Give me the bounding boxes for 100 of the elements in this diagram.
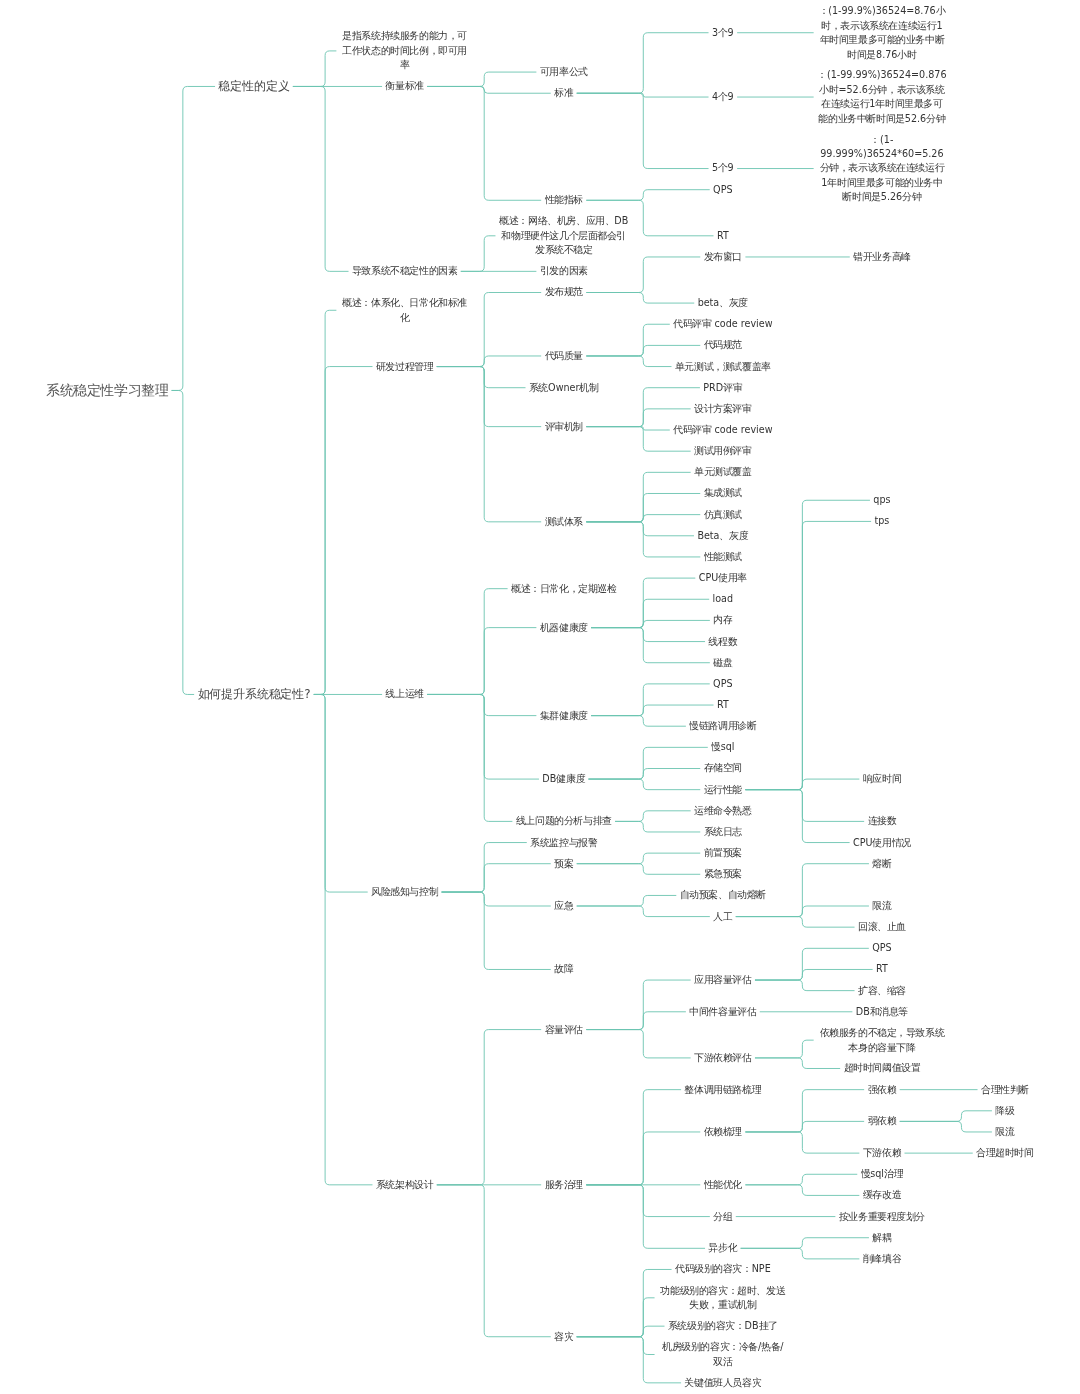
- node-text: DB和消息等: [855, 1005, 909, 1018]
- connector: [576, 905, 711, 918]
- node-text: 稳定性的定义: [218, 79, 290, 93]
- node-text: QPS: [713, 183, 733, 195]
- node-text: 按业务重要程度划分: [838, 1210, 926, 1222]
- node-text: 解耦: [872, 1231, 892, 1243]
- node-text: 错开业务高峰: [853, 250, 911, 263]
- node-text: 系统架构设计: [375, 1178, 434, 1191]
- connector: [744, 1131, 860, 1154]
- connector: [754, 979, 855, 992]
- node-text: 限流: [872, 899, 892, 912]
- node-text: 故障: [554, 963, 574, 975]
- node-text: 整体调用链路梳理: [684, 1083, 762, 1095]
- node-text: 紧急预案: [703, 868, 743, 880]
- connector: [744, 789, 851, 843]
- node-text: 发布窗口: [703, 250, 743, 263]
- connector: [754, 1057, 841, 1069]
- node-text: beta、灰度: [697, 297, 749, 309]
- connector: [590, 627, 711, 664]
- node-text: 性能测试: [703, 550, 743, 563]
- node-text: DB健康度: [542, 773, 586, 785]
- node-text: tps: [874, 515, 890, 527]
- node-text: 下游依赖评估: [694, 1051, 752, 1064]
- node-text: 合理性判断: [980, 1083, 1029, 1095]
- node-text: 内存: [713, 614, 733, 626]
- node-text: 单元测试，测试覆盖率: [674, 360, 771, 372]
- node-text: 降级: [995, 1104, 1015, 1117]
- node-text: PRD评审: [703, 381, 743, 393]
- node-text: 磁盘: [713, 656, 733, 668]
- connector: [576, 92, 709, 169]
- node-text: 弱依赖: [867, 1115, 897, 1127]
- node-text: 概述：日常化，定期巡检: [510, 582, 617, 594]
- node-text: 依赖服务的不稳定，导致系统本身的容量下降: [819, 1026, 945, 1053]
- node-text: 应用容量评估: [694, 973, 752, 986]
- node-text: 系统日志: [703, 825, 743, 838]
- node-text: 代码级别的容灾：NPE: [674, 1263, 771, 1275]
- node-text: 线程数: [708, 635, 738, 647]
- connector: [744, 256, 851, 258]
- node-text: 如何提升系统稳定性?: [197, 687, 311, 701]
- node-text: QPS: [713, 677, 733, 690]
- node-text: 功能级别的容灾：超时、发送失败，重试机制: [660, 1284, 786, 1311]
- node-text: 强依赖: [867, 1083, 897, 1095]
- node-text: 异步化: [708, 1242, 738, 1254]
- node-text: 系统Owner机制: [528, 381, 599, 393]
- connector: [436, 366, 542, 523]
- connector: [585, 292, 695, 304]
- node-text: 机房级别的容灾：冷备/热备/双活: [662, 1341, 784, 1367]
- connector: [441, 891, 552, 970]
- connector: [292, 86, 349, 272]
- connector: [904, 1152, 974, 1154]
- node-text: 中间件容量评估: [689, 1005, 757, 1018]
- node-text: ：(1-99.9%)36524=8.76小时，表示该系统在连续运行1年时间里最多可能的业务中断时间是8.76小时: [818, 5, 946, 60]
- connector: [736, 32, 815, 34]
- node-text: 导致系统不稳定性的因素: [351, 265, 458, 277]
- node-text: 机器健康度: [539, 621, 588, 633]
- connector: [736, 168, 815, 169]
- connector: [313, 694, 373, 1186]
- node-text: 设计方案评审: [694, 402, 752, 415]
- node-text: ：(1-99.99%)36524=0.876小时=52.6分钟，表示该系统在连续运行1年时间里最多可能的业务中断时间是52.6分钟: [817, 69, 947, 124]
- node-text: 标准: [554, 87, 574, 99]
- node-text: 下游依赖: [862, 1147, 902, 1159]
- connector: [436, 1184, 552, 1338]
- node-text: 容量评估: [544, 1023, 583, 1035]
- node-text: 线上运维: [385, 688, 424, 700]
- node-text: 人工: [713, 910, 733, 922]
- connector: [588, 778, 701, 791]
- node-text: 概述：体系化、日常化和标准化: [342, 297, 467, 323]
- node-text: 合理超时时间: [976, 1147, 1034, 1159]
- connector: [576, 863, 701, 875]
- node-text: 容灾: [554, 1330, 574, 1342]
- node-text: 代码评审 code review: [673, 318, 773, 330]
- node-text: 应急: [554, 899, 574, 912]
- node-text: 发布规范: [544, 286, 583, 298]
- node-text: load: [712, 593, 734, 605]
- node-text: Beta、灰度: [697, 529, 749, 542]
- node-text: 自动预案、自动熔断: [679, 889, 766, 901]
- node-text: 超时时间阈值设置: [843, 1062, 921, 1074]
- node-text: 仿真测试: [703, 508, 743, 520]
- node-text: 慢链路调用诊断: [689, 720, 757, 732]
- node-text: 性能优化: [703, 1178, 743, 1191]
- node-text: 系统稳定性学习整理: [46, 382, 169, 399]
- connector: [585, 521, 701, 558]
- node-text: RT: [716, 698, 729, 711]
- connector: [585, 426, 692, 452]
- node-text: 运行性能: [703, 783, 743, 795]
- node-text: RT: [716, 229, 729, 242]
- node-text: 关键值班人员容灾: [684, 1376, 762, 1389]
- node-text: 代码评审 code review: [673, 423, 773, 436]
- connector: [426, 86, 542, 201]
- connector: [585, 199, 714, 237]
- node-text: 系统监控与报警: [530, 836, 598, 848]
- node-text: 测试体系: [544, 515, 583, 528]
- node-text: 响应时间: [862, 773, 902, 785]
- node-text: 单元测试覆盖: [694, 466, 752, 478]
- connector: [614, 820, 701, 833]
- node-text: RT: [876, 963, 888, 975]
- node-text: 依赖梳理: [703, 1125, 743, 1138]
- connector: [759, 1011, 853, 1013]
- connector: [899, 1120, 993, 1133]
- node-text: 连接数: [867, 815, 897, 827]
